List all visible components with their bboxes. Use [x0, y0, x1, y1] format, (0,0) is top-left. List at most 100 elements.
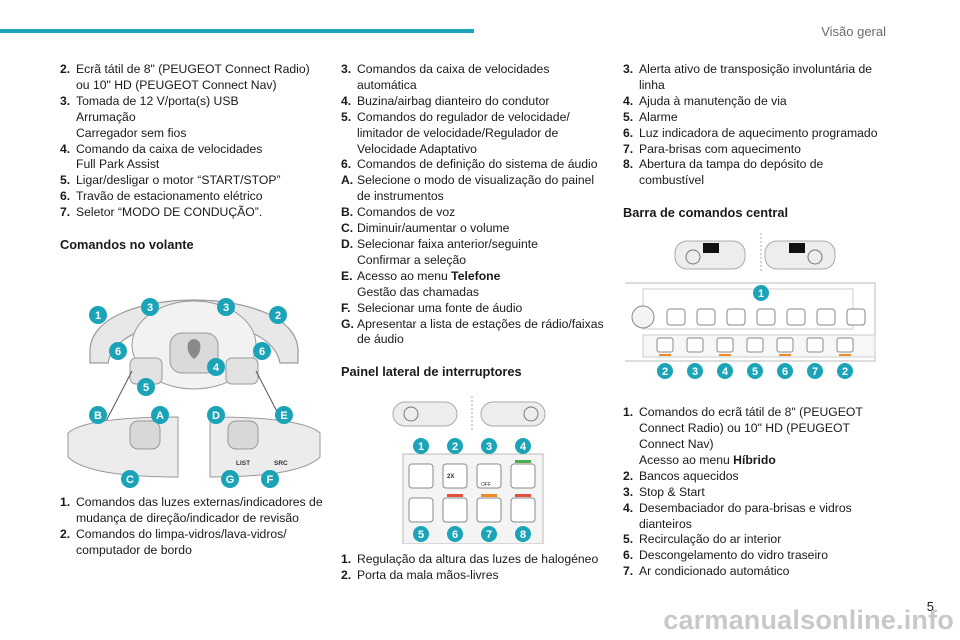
- callout-7: 7: [481, 526, 497, 543]
- list-item: 6.Comandos de definição do sistema de áu…: [341, 157, 598, 172]
- list-item: 7.Para-brisas com aquecimento: [623, 141, 801, 156]
- callout-f: F: [261, 469, 279, 488]
- callout-a: A: [151, 405, 169, 424]
- list-item: 2.Bancos aquecidos: [623, 468, 739, 483]
- heading-central-control-bar: Barra de comandos central: [623, 205, 788, 221]
- list-item: 2.Comandos do limpa-vidros/lava-vidros/c…: [60, 526, 287, 557]
- callout-4: 4: [515, 438, 531, 455]
- svg-text:2: 2: [842, 366, 848, 378]
- list-item: 6.Luz indicadora de aquecimento programa…: [623, 125, 878, 140]
- svg-text:C: C: [126, 474, 134, 486]
- column-1: 2.Ecrã tátil de 8" (PEUGEOT Connect Radi…: [60, 62, 328, 559]
- svg-text:7: 7: [486, 529, 492, 541]
- list-item: 1.Comandos das luzes externas/indicadore…: [60, 494, 323, 525]
- list-item: 6.Descongelamento do vidro traseiro: [623, 548, 829, 563]
- section-title: Visão geral: [821, 24, 886, 39]
- list-label: LIST: [236, 460, 250, 467]
- callout-c: C: [121, 469, 139, 488]
- list-item: 5.Recirculação do ar interior: [623, 532, 782, 547]
- svg-text:E: E: [280, 410, 287, 422]
- svg-text:4: 4: [213, 362, 220, 374]
- svg-text:6: 6: [782, 366, 788, 378]
- list-item: 4.Ajuda à manutenção de via: [623, 93, 787, 108]
- list-item: 7.Seletor “MODO DE CONDUÇÃO”.: [60, 205, 263, 220]
- svg-text:2: 2: [662, 366, 668, 378]
- steering-wheel-figure: LIST SRC 1 2 3 3 6 6 4 5 B A D E C G F: [67, 297, 321, 488]
- src-label: SRC: [274, 460, 288, 467]
- callout-2: 2: [837, 363, 853, 380]
- callout-d: D: [207, 405, 225, 424]
- list-item: 4.Buzina/airbag dianteiro do condutor: [341, 93, 550, 108]
- list-item: 2.Porta da mala mãos-livres: [341, 568, 499, 583]
- callout-b: B: [89, 405, 107, 424]
- callout-3: 3: [217, 297, 235, 316]
- list-item: 1.Regulação da altura das luzes de halog…: [341, 552, 599, 567]
- svg-text:5: 5: [418, 529, 424, 541]
- callout-2: 2: [657, 363, 673, 380]
- watermark: carmanualsonline.info: [663, 605, 954, 635]
- 2x-label: 2X: [447, 474, 454, 480]
- svg-text:2: 2: [452, 441, 458, 453]
- svg-text:D: D: [212, 410, 220, 422]
- svg-text:4: 4: [722, 366, 729, 378]
- svg-text:4: 4: [520, 441, 527, 453]
- callout-5: 5: [747, 363, 763, 380]
- off-label: OFF: [481, 482, 491, 488]
- list-item: 5.Ligar/desligar o motor “START/STOP”: [60, 173, 281, 188]
- callout-3: 3: [141, 297, 159, 316]
- svg-text:6: 6: [115, 346, 121, 358]
- list-item: 7.Ar condicionado automático: [623, 564, 790, 579]
- svg-text:1: 1: [95, 310, 101, 322]
- callout-6: 6: [447, 526, 463, 543]
- callout-3: 3: [687, 363, 703, 380]
- callout-e: E: [275, 405, 293, 424]
- svg-text:8: 8: [520, 529, 526, 541]
- list-item: B.Comandos de voz: [341, 205, 456, 220]
- callout-6: 6: [253, 341, 271, 360]
- svg-text:7: 7: [812, 366, 818, 378]
- callout-1: 1: [413, 438, 429, 455]
- callout-5: 5: [137, 377, 155, 396]
- list-item: 3.Stop & Start: [623, 484, 705, 499]
- side-switch-panel-figure: 2X OFF 1 2 3 4 5 6 7 8: [392, 396, 546, 545]
- list-bottom: 1.Comandos das luzes externas/indicadore…: [60, 495, 328, 559]
- callout-1: 1: [89, 305, 107, 324]
- callout-2: 2: [447, 438, 463, 455]
- svg-text:3: 3: [147, 302, 153, 314]
- callout-4: 4: [717, 363, 733, 380]
- svg-text:2: 2: [275, 310, 281, 322]
- list-item: C.Diminuir/aumentar o volume: [341, 221, 510, 236]
- callout-6: 6: [109, 341, 127, 360]
- svg-text:A: A: [156, 410, 164, 422]
- list-item: G.Apresentar a lista de estações de rádi…: [341, 316, 604, 347]
- accent-bar: [0, 29, 474, 33]
- column-3: 3.Alerta ativo de transposição involuntá…: [623, 62, 891, 580]
- svg-text:3: 3: [692, 366, 698, 378]
- heading-side-switch-panel: Painel lateral de interruptores: [341, 364, 522, 380]
- callout-4: 4: [207, 357, 225, 376]
- callout-5: 5: [413, 526, 429, 543]
- svg-text:6: 6: [452, 529, 458, 541]
- svg-text:5: 5: [143, 382, 149, 394]
- svg-text:G: G: [226, 474, 235, 486]
- callout-2: 2: [269, 305, 287, 324]
- svg-text:3: 3: [486, 441, 492, 453]
- list-item: 5.Alarme: [623, 109, 678, 124]
- callout-7: 7: [807, 363, 823, 380]
- callout-1: 1: [753, 285, 769, 302]
- svg-text:3: 3: [223, 302, 229, 314]
- page-number: 5: [926, 599, 934, 614]
- list-item: 5.Comandos do regulador de velocidade/li…: [341, 109, 570, 156]
- svg-text:F: F: [267, 474, 274, 486]
- callout-8: 8: [515, 526, 531, 543]
- callout-3: 3: [481, 438, 497, 455]
- list-item: F.Selecionar uma fonte de áudio: [341, 300, 523, 315]
